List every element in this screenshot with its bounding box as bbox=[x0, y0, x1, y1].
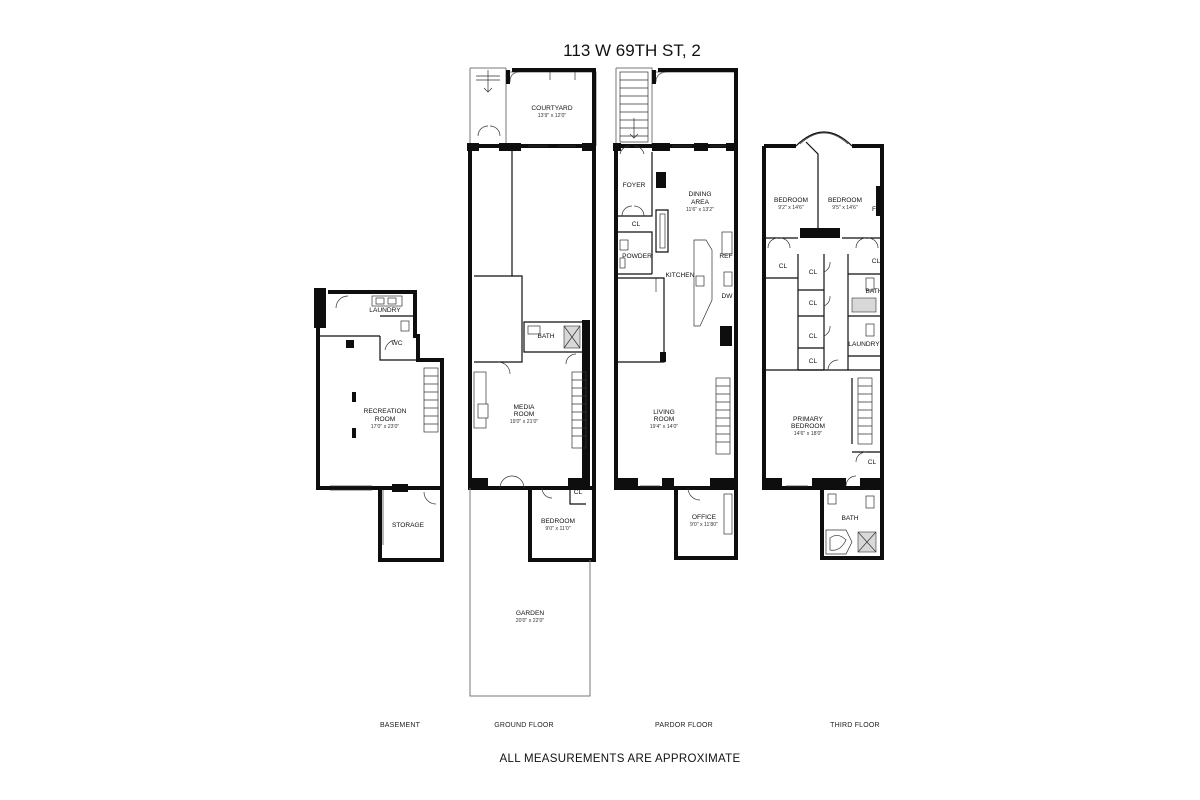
floor-label-third: THIRD FLOOR bbox=[830, 722, 880, 729]
floor-label-basement: BASEMENT bbox=[380, 722, 421, 729]
recreation-room-label-2: ROOM bbox=[375, 416, 396, 423]
wc-label: WC bbox=[392, 340, 403, 347]
third-laundry-label: LAUNDRY bbox=[848, 341, 880, 348]
courtyard-dimensions: 13'9" x 12'0" bbox=[538, 113, 567, 119]
ground-closet-label: CL bbox=[574, 489, 583, 496]
laundry-label: LAUNDRY bbox=[369, 307, 401, 314]
primary-bedroom-label-1: PRIMARY bbox=[793, 416, 824, 423]
third-bath-lower-label: BATH bbox=[841, 515, 858, 522]
third-bedroom-right-label: BEDROOM bbox=[828, 197, 862, 204]
third-closet-1-label: CL bbox=[779, 263, 788, 270]
third-closet-5-label: CL bbox=[809, 358, 818, 365]
third-floor-plan: BEDROOM 9'2" x 14'6" BEDROOM 9'5" x 14'6… bbox=[762, 131, 884, 560]
third-closet-3-label: CL bbox=[809, 300, 818, 307]
fireplace-label: FP bbox=[872, 206, 881, 213]
third-bedroom-left-label: BEDROOM bbox=[774, 197, 808, 204]
media-room-dimensions: 19'0" x 21'0" bbox=[510, 419, 539, 425]
living-room-dimensions: 19'4" x 14'0" bbox=[650, 424, 679, 430]
living-room-label-1: LIVING bbox=[653, 409, 675, 416]
floor-label-parlor: PARDOR FLOOR bbox=[655, 722, 713, 729]
third-bedroom-right-dimensions: 9'5" x 14'6" bbox=[832, 205, 858, 211]
ground-floor-plan: COURTYARD 13'9" x 12'0" BATH MEDIA ROOM … bbox=[467, 67, 597, 697]
primary-bedroom-label-2: BEDROOM bbox=[791, 423, 825, 430]
third-closet-7-label: CL bbox=[868, 459, 877, 466]
parlor-stoop-stairs bbox=[619, 71, 649, 143]
living-room-label-2: ROOM bbox=[654, 416, 675, 423]
parlor-closet-label: CL bbox=[632, 221, 641, 228]
office-label: OFFICE bbox=[692, 514, 717, 521]
dining-area-dimensions: 11'6" x 13'2" bbox=[686, 207, 714, 213]
recreation-room-dimensions: 17'0" x 23'0" bbox=[371, 424, 400, 430]
third-bath-upper-label: BATH bbox=[865, 288, 882, 295]
recreation-room-label-1: RECREATION bbox=[364, 408, 407, 415]
third-closet-4-label: CL bbox=[809, 333, 818, 340]
third-closet-2-label: CL bbox=[809, 269, 818, 276]
basement-plan: LAUNDRY WC RECREATION ROOM 17'0" x 23'0"… bbox=[314, 288, 444, 562]
ground-bedroom-dimensions: 9'0" x 11'0" bbox=[545, 526, 570, 532]
ground-bath-label: BATH bbox=[537, 333, 554, 340]
third-closet-6-label: CL bbox=[872, 258, 881, 265]
page-title: 113 W 69TH ST, 2 bbox=[563, 41, 701, 60]
parlor-stairs bbox=[715, 377, 731, 455]
storage-label: STORAGE bbox=[392, 522, 425, 529]
garden-dimensions: 20'0" x 22'0" bbox=[516, 618, 545, 624]
ground-stairs bbox=[571, 371, 587, 449]
third-bedroom-left-dimensions: 9'2" x 14'6" bbox=[778, 205, 804, 211]
media-room-label-1: MEDIA bbox=[514, 404, 535, 411]
parlor-floor-plan: FOYER DINING AREA 11'6" x 13'2" CL POWDE… bbox=[613, 67, 738, 560]
garden-label: GARDEN bbox=[516, 610, 544, 617]
basement-stairs bbox=[423, 367, 439, 433]
office-dimensions: 9'0" x 11'80" bbox=[690, 522, 718, 528]
powder-label: POWDER bbox=[622, 253, 652, 260]
floor-label-ground: GROUND FLOOR bbox=[494, 722, 554, 729]
third-floor-stairs bbox=[857, 377, 873, 445]
dw-label: DW bbox=[722, 293, 734, 300]
ref-label: REF bbox=[719, 253, 732, 260]
courtyard-label: COURTYARD bbox=[531, 105, 572, 112]
disclaimer-footer: ALL MEASUREMENTS ARE APPROXIMATE bbox=[500, 753, 741, 765]
dining-area-label-2: AREA bbox=[691, 199, 710, 206]
primary-bedroom-dimensions: 14'6" x 18'0" bbox=[794, 431, 823, 437]
kitchen-label: KITCHEN bbox=[666, 272, 695, 279]
ground-bedroom-label: BEDROOM bbox=[541, 518, 575, 525]
dining-area-label-1: DINING bbox=[688, 191, 711, 198]
foyer-label: FOYER bbox=[623, 182, 646, 189]
media-room-label-2: ROOM bbox=[514, 411, 535, 418]
